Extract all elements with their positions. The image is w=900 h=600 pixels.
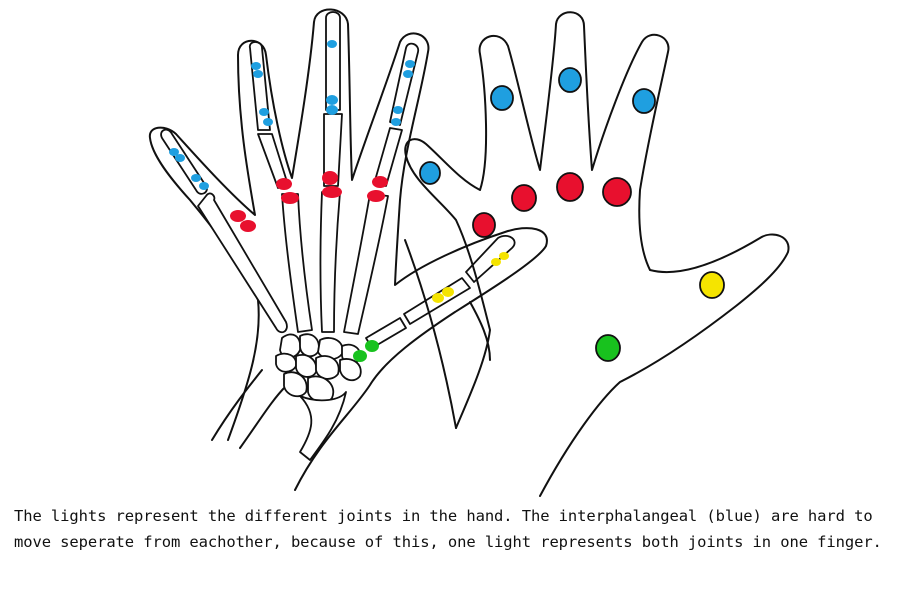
middle-finger-bones xyxy=(319,11,343,333)
glove-palm-line xyxy=(469,301,491,361)
mcp-light xyxy=(472,212,496,238)
radius-bone xyxy=(299,391,347,461)
index-finger-bones xyxy=(343,42,420,335)
glove-lights xyxy=(419,67,725,362)
skeleton-hand xyxy=(148,8,548,491)
mcp-light xyxy=(511,184,537,212)
thumb-bones xyxy=(365,235,516,349)
thumb-ip-light xyxy=(699,271,725,299)
ip-joint-marker xyxy=(403,70,413,78)
cmc-joint-marker xyxy=(365,340,379,352)
ip-joint-marker xyxy=(263,118,273,126)
mcp-joint-marker xyxy=(240,220,256,232)
ip-joint-marker xyxy=(259,108,269,116)
ip-joint-marker xyxy=(253,70,263,78)
mcp-joint-marker xyxy=(230,210,246,222)
ip-light xyxy=(419,161,441,185)
ip-light xyxy=(558,67,582,93)
mcp-joint-marker xyxy=(322,171,338,185)
mcp-joint-marker xyxy=(372,176,388,188)
glove-hand-outline xyxy=(404,11,790,497)
ip-light xyxy=(490,85,514,111)
thumb-ip-joint-marker xyxy=(499,252,509,260)
mcp-joint-marker xyxy=(276,178,292,190)
ip-joint-marker xyxy=(326,95,338,105)
skeleton-hand-outline xyxy=(148,8,548,491)
thumb-ip-joint-marker xyxy=(432,293,444,303)
mcp-light xyxy=(556,172,584,202)
caption-text: The lights represent the different joint… xyxy=(14,507,882,551)
mcp-joint-marker xyxy=(367,190,385,202)
forearm-outline xyxy=(239,385,287,449)
mcp-joint-marker xyxy=(281,192,299,204)
hand-joints-diagram xyxy=(148,8,790,497)
mcp-light xyxy=(602,177,632,207)
glove-hand xyxy=(404,11,790,497)
ip-light xyxy=(632,88,656,114)
ip-joint-marker xyxy=(327,40,337,48)
cmc-light xyxy=(595,334,621,362)
ip-joint-marker xyxy=(326,105,338,115)
ip-joint-marker xyxy=(199,182,209,190)
ip-joint-marker xyxy=(391,118,401,126)
thumb-ip-joint-marker xyxy=(491,258,501,266)
glove-wrist-line xyxy=(404,239,457,429)
skeleton-joint-markers xyxy=(169,40,509,362)
forearm-outline xyxy=(211,369,263,441)
ip-joint-marker xyxy=(405,60,415,68)
ip-joint-marker xyxy=(251,62,261,70)
ip-joint-marker xyxy=(393,106,403,114)
mcp-joint-marker xyxy=(322,186,342,198)
ip-joint-marker xyxy=(175,154,185,162)
carpal-bones xyxy=(275,333,362,404)
ip-joint-marker xyxy=(169,148,179,156)
thumb-ip-joint-marker xyxy=(442,287,454,297)
cmc-joint-marker xyxy=(353,350,367,362)
ip-joint-marker xyxy=(191,174,201,182)
